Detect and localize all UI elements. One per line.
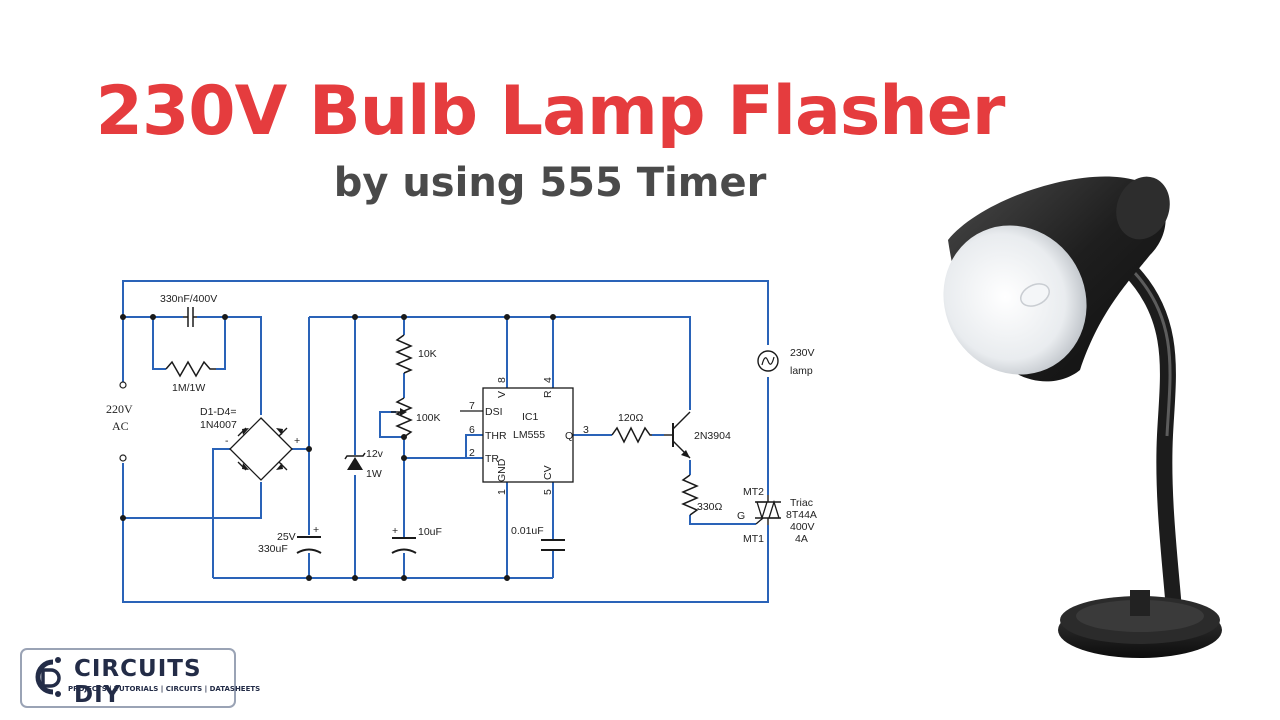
pin-gnd-label: GND — [496, 458, 508, 482]
filter-capacitor-plus: + — [313, 524, 319, 536]
supply-type-label: AC — [112, 419, 129, 433]
page-subtitle: by using 555 Timer — [333, 160, 767, 206]
pin-1-number: 1 — [496, 489, 508, 495]
ac-terminal-top — [119, 381, 127, 389]
circuit-schematic: 220V AC 330nF/400V 1M/1W D1-D4= 1N4007 +… — [106, 280, 817, 603]
zener-voltage-label: 12v — [366, 448, 384, 460]
triac-voltage-label: 400V — [790, 521, 815, 533]
lamp-text-label: lamp — [790, 365, 813, 377]
bridge-part-label: 1N4007 — [200, 419, 237, 431]
timing-capacitor — [391, 537, 417, 554]
pin-q-label: Q — [565, 430, 573, 442]
triac-gate-label: G — [737, 510, 745, 522]
lamp-neck — [1122, 262, 1182, 618]
pin-thr-label: THR — [485, 430, 507, 442]
pin-2-number: 2 — [469, 447, 475, 459]
filter-capacitor-value: 330uF — [258, 543, 288, 555]
ac-terminal-bottom — [119, 454, 127, 462]
ic-part-label: LM555 — [513, 429, 545, 441]
junction-dots — [120, 314, 556, 581]
cv-capacitor-label: 0.01uF — [511, 525, 544, 537]
page-title: 230V Bulb Lamp Flasher — [95, 72, 1006, 151]
triac — [755, 495, 781, 525]
emitter-resistor-label: 330Ω — [697, 501, 723, 513]
pin-v-label: V — [496, 391, 508, 398]
timing-capacitor-label: 10uF — [418, 526, 442, 538]
bridge-rectifier — [229, 417, 293, 481]
logo-brand: CIRCUITS DIY — [74, 656, 202, 708]
brand-logo: CIRCUITS DIY PROJECTS | TUTORIALS | CIRC… — [20, 648, 260, 708]
logo-tagline: PROJECTS | TUTORIALS | CIRCUITS | DATASH… — [68, 685, 261, 693]
pin-5-number: 5 — [542, 489, 554, 495]
bridge-minus-label: - — [225, 435, 229, 447]
filter-capacitor — [296, 536, 322, 554]
lamp-shade-inner — [943, 225, 1087, 375]
filter-capacitor-voltage: 25V — [277, 531, 296, 543]
pin-r-label: R — [542, 390, 554, 398]
zener-diode — [344, 452, 366, 470]
pin-7-number: 7 — [469, 400, 475, 412]
triac-mt2-label: MT2 — [743, 486, 764, 498]
ic-555-body — [482, 387, 574, 483]
input-capacitor-label: 330nF/400V — [160, 293, 217, 305]
triac-title-label: Triac — [790, 497, 813, 509]
lamp-voltage-label: 230V — [790, 347, 815, 359]
potentiometer-label: 100K — [416, 412, 441, 424]
timing-capacitor-plus: + — [392, 525, 398, 537]
pin-tr-label: TR — [485, 453, 499, 465]
pin-8-number: 8 — [496, 377, 508, 383]
triac-part-label: 8T44A — [786, 509, 817, 521]
input-capacitor — [183, 307, 197, 327]
transistor-2n3904 — [664, 411, 691, 459]
triac-mt1-label: MT1 — [743, 533, 764, 545]
input-resistor — [165, 360, 216, 378]
wire-network — [122, 280, 769, 603]
pin-dsi-label: DSI — [485, 406, 503, 418]
resistor-r1-label: 10K — [418, 348, 437, 360]
pin-cv-label: CV — [542, 465, 554, 480]
base-resistor-label: 120Ω — [618, 412, 644, 424]
ic-name-label: IC1 — [522, 411, 539, 423]
pin-3-number: 3 — [583, 424, 589, 436]
circuit-logo-icon — [35, 657, 61, 697]
potentiometer — [391, 397, 413, 438]
bridge-plus-label: + — [294, 435, 300, 447]
input-resistor-label: 1M/1W — [172, 382, 205, 394]
supply-voltage-label: 220V — [106, 402, 133, 416]
transistor-label: 2N3904 — [694, 430, 731, 442]
triac-current-label: 4A — [795, 533, 808, 545]
emitter-resistor — [681, 474, 699, 516]
pin-4-number: 4 — [542, 377, 554, 383]
lamp-symbol — [757, 350, 779, 372]
pin-6-number: 6 — [469, 424, 475, 436]
bridge-name-label: D1-D4= — [200, 406, 236, 418]
base-resistor — [611, 426, 652, 444]
lamp-bulb — [1020, 283, 1050, 307]
zener-power-label: 1W — [366, 468, 382, 480]
desk-lamp-image — [943, 176, 1222, 658]
resistor-r1 — [395, 334, 413, 374]
cv-capacitor — [541, 539, 565, 551]
